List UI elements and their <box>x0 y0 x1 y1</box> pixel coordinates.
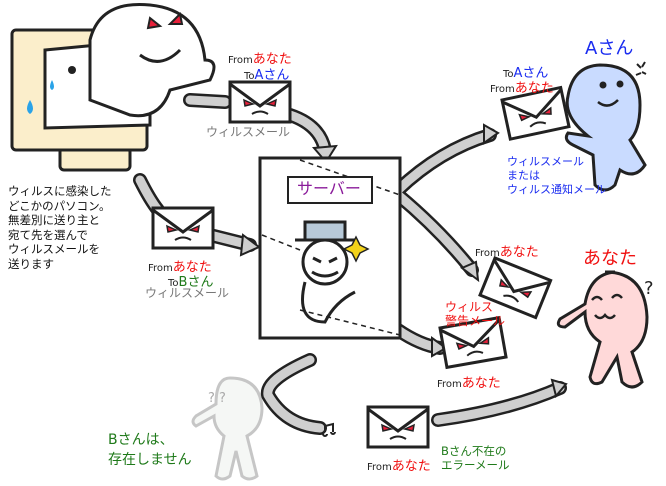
infected-pc-description: ウィルスに感染した どこかのパソコン。 無差別に送り主と 宛て先を選んで ウィル… <box>8 184 112 271</box>
description-line: 送ります <box>8 256 54 271</box>
music-note-icon <box>322 422 336 437</box>
person-a-caption: ウィルスメール または ウィルス通知メール <box>507 155 606 196</box>
mail-to-b-to: ToBさん <box>168 275 214 290</box>
error-mail-caption: Bさん不在の エラーメール <box>441 444 510 472</box>
error-mail-from: Fromあなた <box>367 459 431 474</box>
description-line: ウィルスに感染した <box>8 184 112 198</box>
you-figure <box>556 270 649 389</box>
virus-envelope-icon <box>151 206 215 250</box>
mail-to-a-caption: ウィルスメール <box>206 125 291 139</box>
virus-envelope-icon <box>228 80 292 124</box>
error-envelope-icon <box>366 405 430 449</box>
warning-mail-from: Fromあなた <box>437 376 501 391</box>
person-a-name: Aさん <box>585 38 634 59</box>
you-question-mark: ? <box>644 278 654 299</box>
person-a-figure <box>564 61 647 192</box>
bounce-mail-from: Fromあなた <box>475 245 539 260</box>
mail-to-a-from: Fromあなた <box>228 52 292 67</box>
mail-to-b-caption: ウィルスメール <box>145 286 230 300</box>
mail-to-b-from: Fromあなた <box>148 260 212 275</box>
person-a-mail-from: Fromあなた <box>490 81 554 96</box>
arrows <box>133 93 568 435</box>
server-icon <box>258 156 402 340</box>
infected-monitor-icon <box>10 2 216 172</box>
person-b-question-marks: ? ? <box>208 391 226 406</box>
you-name: あなた <box>583 248 637 269</box>
warning-mail-caption: ウィルス 警告メール <box>445 300 506 328</box>
server-label: サーバー <box>297 179 361 198</box>
description-line: 宛て先を選んで <box>8 227 88 242</box>
description-line: 無差別に送り主と <box>8 213 100 227</box>
person-a-mail-to: ToAさん <box>503 66 549 81</box>
description-line: どこかのパソコン。 <box>8 198 111 213</box>
person-b-ghost-figure <box>191 376 264 481</box>
description-line: ウィルスメールを <box>8 242 100 256</box>
mail-to-a-to: ToAさん <box>244 68 290 83</box>
person-b-caption: Bさんは、 存在しません <box>108 432 192 468</box>
